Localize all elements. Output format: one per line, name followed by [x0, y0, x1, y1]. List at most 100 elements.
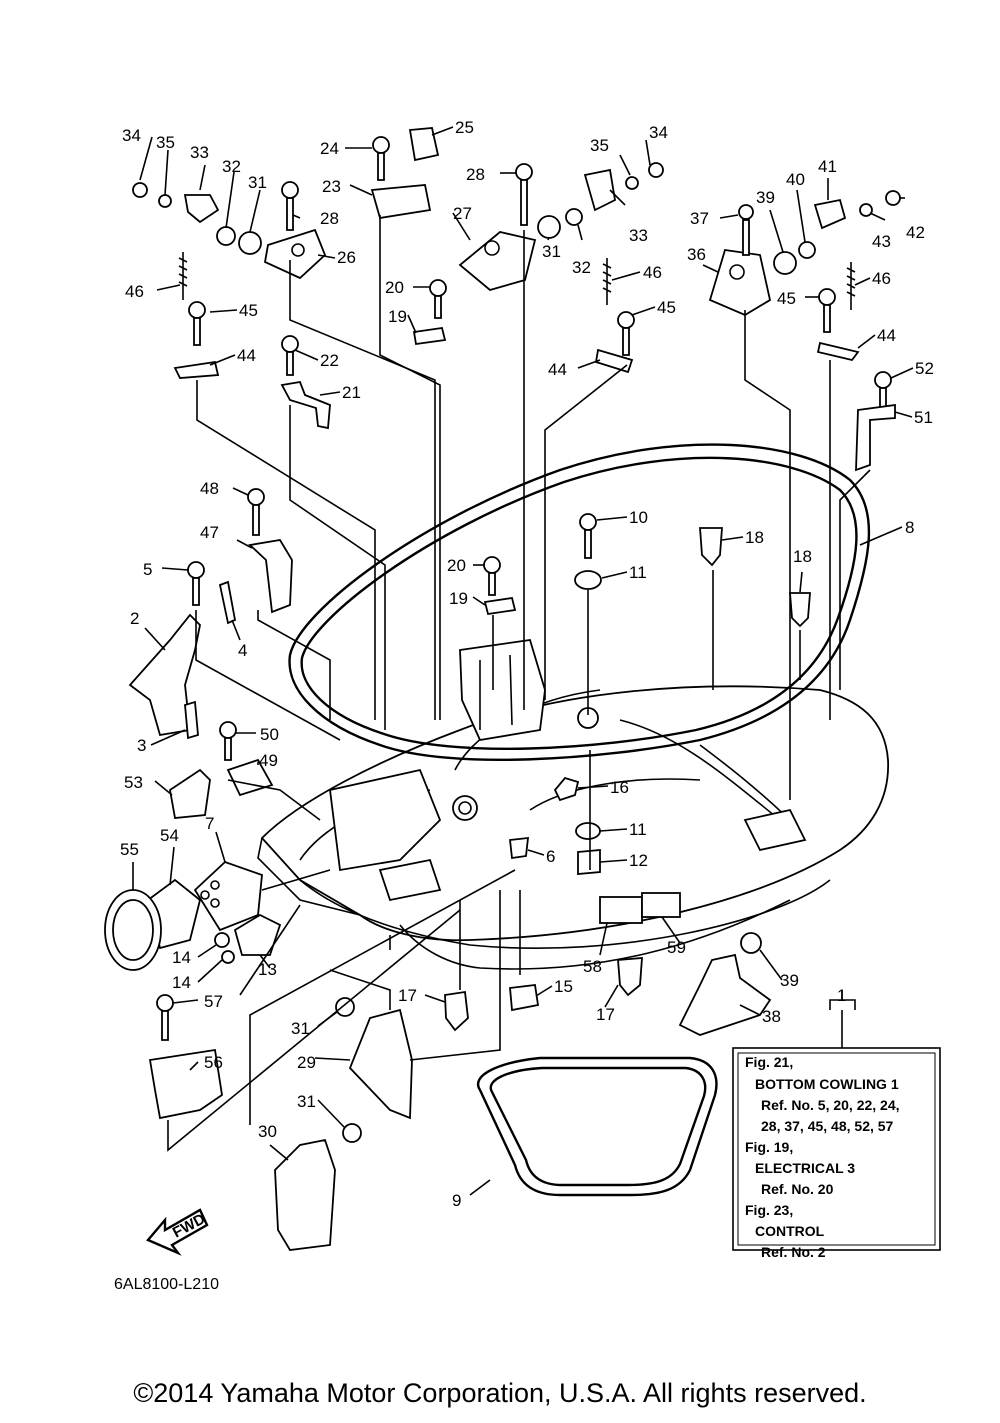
note-line: ELECTRICAL 3 [755, 1160, 855, 1176]
callout: 32 [222, 157, 241, 176]
callout: 27 [453, 204, 472, 223]
callout: 46 [643, 263, 662, 282]
callout: 53 [124, 773, 143, 792]
callout: 28 [320, 209, 339, 228]
callout: 20 [385, 278, 404, 297]
callout: 50 [260, 725, 279, 744]
callout: 45 [657, 298, 676, 317]
callout: 21 [342, 383, 361, 402]
callout: 55 [120, 840, 139, 859]
note-line: Fig. 21, [745, 1054, 793, 1070]
callout: 44 [237, 346, 256, 365]
callout: 9 [452, 1191, 461, 1210]
callout: 46 [872, 269, 891, 288]
callout: 24 [320, 139, 339, 158]
callout: 31 [291, 1019, 310, 1038]
callout: 38 [762, 1007, 781, 1026]
callout: 31 [248, 173, 267, 192]
callout: 29 [297, 1053, 316, 1072]
callout: 18 [793, 547, 812, 566]
diagram-code: 6AL8100-L210 [114, 1276, 219, 1293]
callout: 40 [786, 170, 805, 189]
callout: 14 [172, 973, 191, 992]
callout: 35 [156, 133, 175, 152]
callout: 33 [629, 226, 648, 245]
callout: 31 [297, 1092, 316, 1111]
fwd-arrow: FWD [146, 1208, 209, 1256]
lower-gasket [476, 1056, 718, 1197]
callout: 35 [590, 136, 609, 155]
callout: 51 [914, 408, 933, 427]
callout: 43 [872, 232, 891, 251]
callout: 44 [877, 326, 896, 345]
note-line: Fig. 23, [745, 1202, 793, 1218]
callout: 13 [258, 960, 277, 979]
callout: 25 [455, 118, 474, 137]
callout: 42 [906, 223, 925, 242]
callout: 7 [205, 814, 214, 833]
small-parts [104, 127, 901, 1251]
callout: 37 [690, 209, 709, 228]
callout: 5 [143, 560, 152, 579]
callout: 57 [204, 992, 223, 1011]
callout: 32 [572, 258, 591, 277]
callout: 49 [259, 751, 278, 770]
callout: 17 [398, 986, 417, 1005]
callout-labels: 34 35 33 32 31 28 26 46 45 44 22 21 24 2… [120, 118, 934, 1210]
callout: 59 [667, 938, 686, 957]
callout: 12 [629, 851, 648, 870]
callout: 2 [130, 609, 139, 628]
callout: 14 [172, 948, 191, 967]
callout: 52 [915, 359, 934, 378]
note-line: Ref. No. 5, 20, 22, 24, [761, 1097, 900, 1113]
callout: 45 [239, 301, 258, 320]
callout: 16 [610, 778, 629, 797]
callout: 30 [258, 1122, 277, 1141]
note-line: 28, 37, 45, 48, 52, 57 [761, 1118, 894, 1134]
callout: 10 [629, 508, 648, 527]
callout: 31 [542, 242, 561, 261]
callout: 46 [125, 282, 144, 301]
callout: 47 [200, 523, 219, 542]
top-seal-ring [288, 443, 871, 762]
callout: 54 [160, 826, 179, 845]
callout: 56 [204, 1053, 223, 1072]
bottom-cowling-body [257, 638, 889, 970]
callout: 28 [466, 165, 485, 184]
callout: 34 [649, 123, 668, 142]
callout: 23 [322, 177, 341, 196]
note-line: Ref. No. 2 [761, 1244, 826, 1260]
callout: 19 [388, 307, 407, 326]
note-line: Ref. No. 20 [761, 1181, 834, 1197]
note-line: BOTTOM COWLING 1 [755, 1076, 899, 1092]
callout: 39 [756, 188, 775, 207]
callout: 48 [200, 479, 219, 498]
callout: 39 [780, 971, 799, 990]
note-line: CONTROL [755, 1223, 825, 1239]
callout: 11 [629, 563, 647, 582]
copyright-notice: ©2014 Yamaha Motor Corporation, U.S.A. A… [133, 1378, 867, 1408]
callout: 33 [190, 143, 209, 162]
callout: 4 [238, 641, 247, 660]
callout: 19 [449, 589, 468, 608]
callout: 15 [554, 977, 573, 996]
callout: 34 [122, 126, 141, 145]
callout: 17 [596, 1005, 615, 1024]
callout: 22 [320, 351, 339, 370]
callout: 41 [818, 157, 837, 176]
callout: 20 [447, 556, 466, 575]
callout: 11 [629, 820, 647, 839]
callout: 8 [905, 518, 914, 537]
callout: 45 [777, 289, 796, 308]
callout: 6 [546, 847, 555, 866]
callout: 26 [337, 248, 356, 267]
callout: 58 [583, 957, 602, 976]
reference-note-box: Fig. 21, BOTTOM COWLING 1 Ref. No. 5, 20… [732, 1047, 941, 1260]
callout: 36 [687, 245, 706, 264]
callout: 44 [548, 360, 567, 379]
callout: 18 [745, 528, 764, 547]
callout: 1 [837, 986, 846, 1005]
note-line: Fig. 19, [745, 1139, 793, 1155]
callout: 3 [137, 736, 146, 755]
